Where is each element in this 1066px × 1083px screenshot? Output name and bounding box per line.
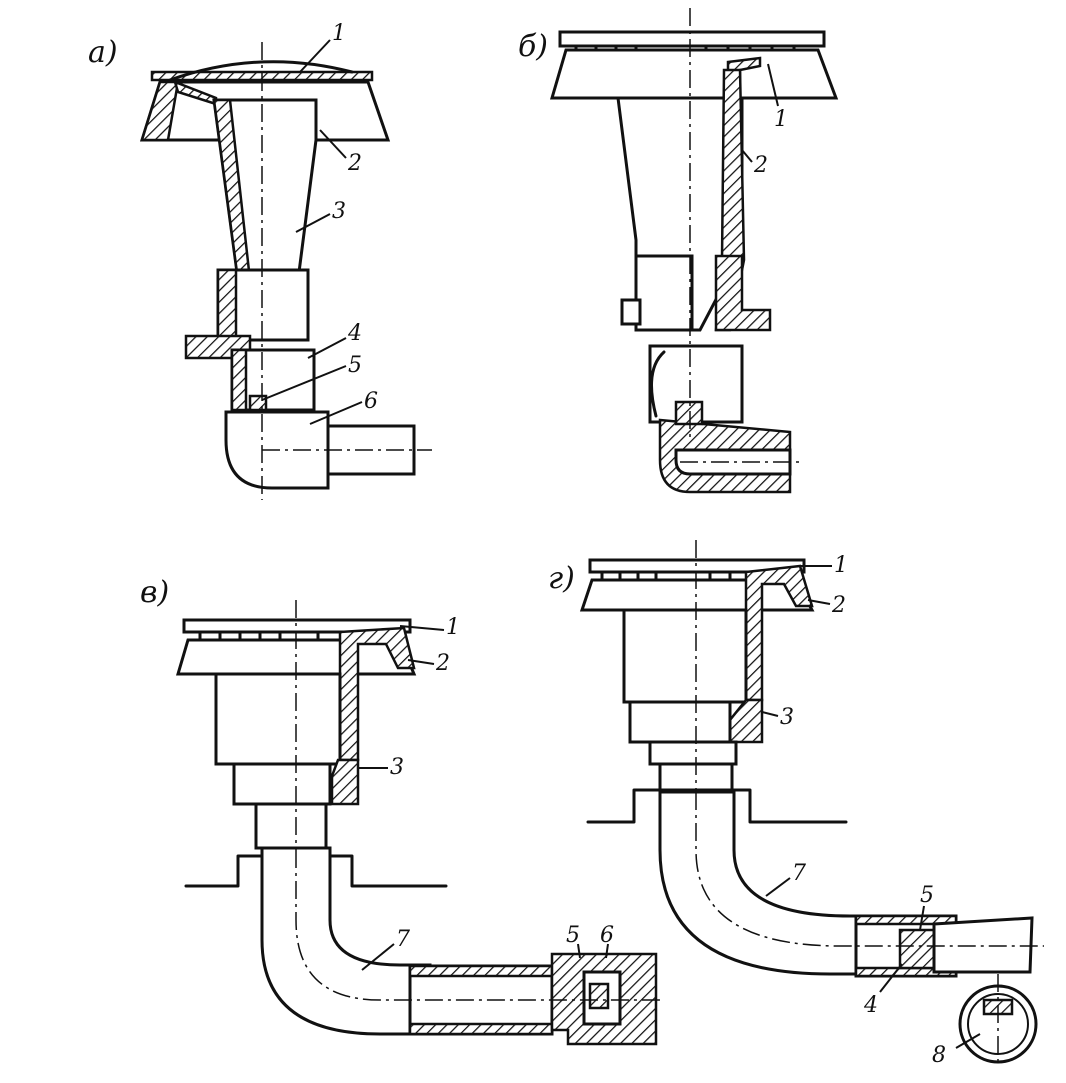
callout: 3 [780, 705, 794, 730]
callout: 8 [932, 1043, 946, 1068]
tube-axis [695, 792, 1044, 947]
clip [650, 350, 666, 418]
nozzle [588, 982, 610, 1010]
leader-line [407, 659, 435, 665]
leader-line [307, 337, 347, 359]
panel-label: б) [518, 29, 548, 64]
gas-tube [260, 846, 432, 1036]
leader-line [309, 401, 363, 425]
leader-line [319, 129, 347, 159]
body-wall [330, 758, 360, 806]
nut-wall [230, 348, 248, 412]
callout: 6 [600, 923, 614, 948]
leader-line [361, 943, 395, 971]
leader-line [767, 63, 779, 107]
leader-line [261, 365, 347, 401]
callout: 7 [396, 927, 410, 952]
callout: 2 [831, 593, 846, 618]
regulator-tab [620, 298, 642, 326]
burner-head [550, 48, 839, 100]
leader-line [955, 1033, 981, 1049]
panel-label: в) [140, 575, 169, 610]
neck [254, 802, 328, 850]
leader-line [919, 905, 925, 931]
nozzle [248, 394, 268, 412]
callout: 5 [920, 883, 934, 908]
leader-line [879, 963, 903, 993]
elbow-bore [674, 448, 792, 476]
manifold-stub [932, 916, 1034, 974]
leader-line [605, 943, 609, 959]
burner-body [214, 672, 342, 766]
nozzle [674, 400, 704, 426]
callout: 1 [774, 107, 788, 132]
callout: 1 [834, 553, 848, 578]
fitting-wall-bottom [408, 1022, 554, 1036]
callout: 2 [435, 651, 450, 676]
flame-ports [198, 630, 320, 642]
tube-axis [295, 850, 660, 1001]
panel-a: а) 1 2 3 4 5 6 [88, 21, 432, 500]
panel-g: г) 1 2 3 7 5 4 8 [548, 540, 1044, 1068]
leader-line [577, 943, 581, 959]
leader-line [299, 39, 331, 73]
callout: 3 [332, 199, 346, 224]
callout: 2 [347, 151, 362, 176]
panel-label: г) [548, 561, 575, 596]
burner-body [622, 608, 748, 704]
callout: 5 [566, 923, 580, 948]
cooktop-panel [586, 788, 848, 824]
body-wall [728, 698, 764, 744]
panel-label: а) [88, 35, 118, 70]
burner-cap [558, 30, 826, 48]
callout: 1 [446, 615, 460, 640]
panel-b: б) 1 2 [518, 8, 839, 494]
nozzle [898, 928, 936, 970]
leader-line [295, 213, 331, 233]
leader-line [765, 877, 791, 897]
neck-ring [648, 740, 738, 766]
air-regulator [634, 254, 694, 332]
callout: 2 [753, 153, 768, 178]
panel-v: в) 1 2 3 7 5 6 [140, 575, 660, 1046]
leader-line [399, 625, 445, 631]
mount-flange [714, 254, 772, 332]
gas-tube [658, 790, 862, 976]
callout: 1 [332, 21, 346, 46]
callout: 6 [364, 389, 378, 414]
leader-line [741, 149, 753, 163]
flame-ports [600, 570, 732, 582]
fitting-wall-top [408, 964, 554, 978]
base-ring [628, 700, 732, 744]
callout: 5 [348, 353, 362, 378]
leader-line [761, 711, 779, 717]
leader-line [807, 599, 831, 605]
callout: 3 [390, 755, 404, 780]
callout: 7 [792, 861, 806, 886]
cap-dome [168, 60, 354, 82]
body-wall [216, 268, 238, 342]
callout: 4 [347, 321, 362, 346]
callout: 4 [863, 993, 878, 1018]
base-ring [232, 762, 332, 806]
